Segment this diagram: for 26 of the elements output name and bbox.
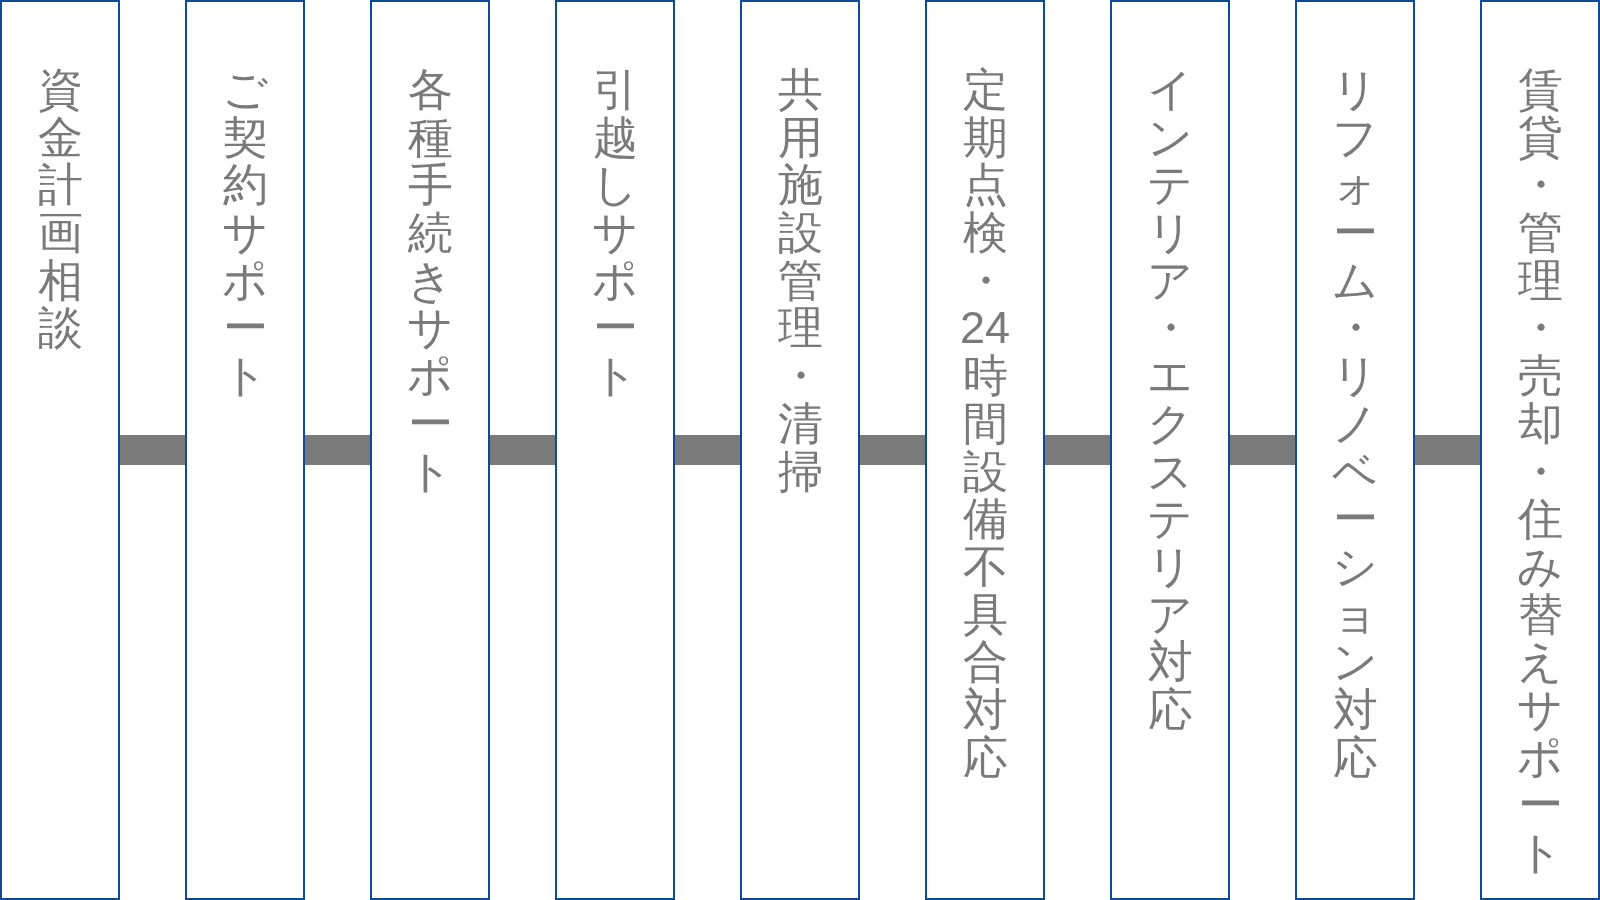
service-column [1295,0,1415,900]
column-label: 賃貸・管理・売却・住み替えサポート [1516,66,1564,877]
service-column [740,0,860,900]
service-column [370,0,490,900]
column-label: 資金計画相談 [36,66,84,353]
connector-bar [305,435,370,465]
column-label: 各種手続きサポート [406,66,454,496]
column-label: インテリア・エクステリア対応 [1146,66,1194,734]
service-column [1480,0,1600,900]
connector-bar [1045,435,1110,465]
service-column [1110,0,1230,900]
service-column [0,0,120,900]
connector-bar [860,435,925,465]
connector-bar [1415,435,1480,465]
service-column [185,0,305,900]
column-label: 引越しサポート [591,66,639,400]
connector-bar [120,435,185,465]
service-column [555,0,675,900]
column-label: リフォーム・リノベーション対応 [1331,66,1379,782]
connector-bar [1230,435,1295,465]
column-label: 共用施設管理・清掃 [776,66,824,496]
connector-bar [675,435,740,465]
column-label: ご契約サポート [221,66,269,400]
service-column [925,0,1045,900]
column-label: 定期点検・24時間設備不具合対応 [959,66,1011,782]
connector-bar [490,435,555,465]
